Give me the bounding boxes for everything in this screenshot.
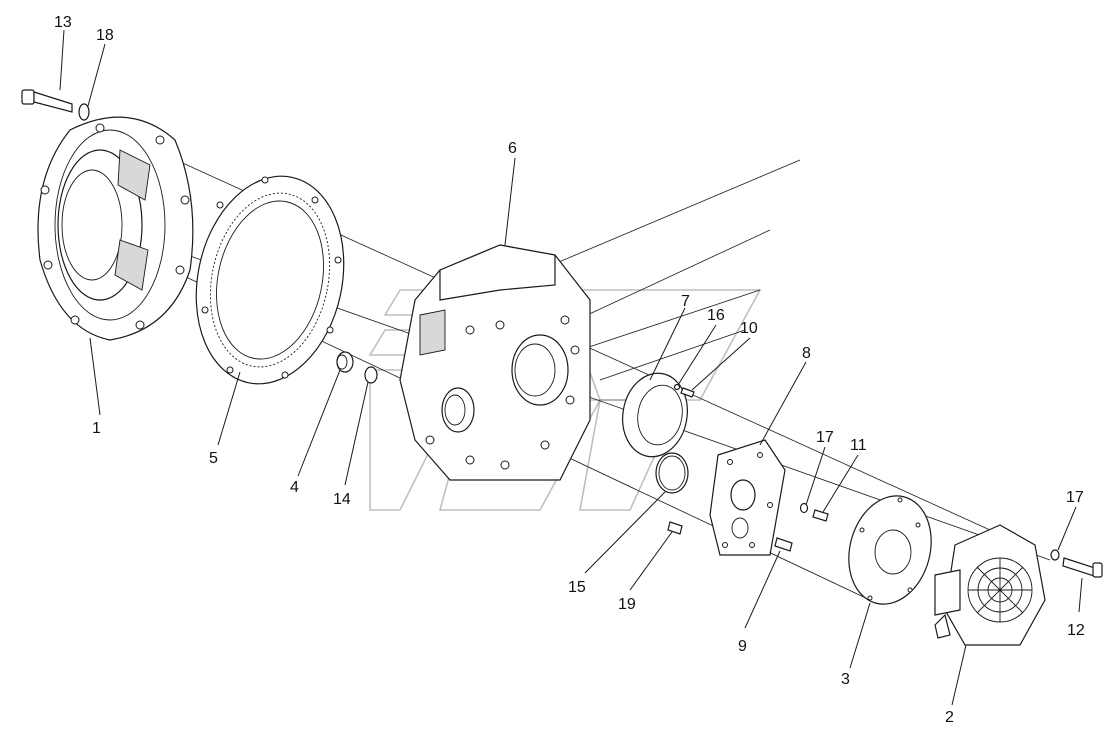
callout-leaders bbox=[59, 29, 1083, 706]
callout-5: 5 bbox=[209, 450, 218, 467]
callout-18: 18 bbox=[96, 27, 114, 44]
callout-1: 1 bbox=[92, 420, 101, 437]
callout-10: 10 bbox=[740, 320, 758, 337]
callout-9: 9 bbox=[738, 638, 747, 655]
callout-17-left: 17 bbox=[816, 429, 834, 446]
callout-6: 6 bbox=[508, 140, 517, 157]
part-7-cover bbox=[622, 372, 688, 458]
callout-19: 19 bbox=[618, 596, 636, 613]
part-12-bolt bbox=[1062, 557, 1103, 578]
callout-4: 4 bbox=[290, 479, 299, 496]
part-3-disc bbox=[848, 495, 932, 605]
part-18-washer bbox=[78, 103, 90, 121]
part-17-washer-right bbox=[1050, 549, 1060, 561]
part-1-hub-housing bbox=[37, 116, 194, 341]
callout-8: 8 bbox=[802, 345, 811, 362]
part-13-bolt bbox=[21, 89, 73, 113]
callout-11: 11 bbox=[850, 437, 867, 454]
callout-13: 13 bbox=[54, 14, 72, 31]
callout-2: 2 bbox=[945, 709, 954, 726]
callout-3: 3 bbox=[841, 671, 850, 688]
part-19-pin bbox=[667, 521, 683, 535]
part-5-ring-gear bbox=[195, 175, 345, 385]
callout-14: 14 bbox=[333, 491, 351, 508]
part-15-o-ring bbox=[655, 452, 689, 494]
callout-7: 7 bbox=[681, 293, 690, 310]
part-2-end-cover bbox=[934, 524, 1046, 646]
callout-12: 12 bbox=[1067, 622, 1085, 639]
part-14-ring bbox=[364, 366, 378, 384]
callout-16: 16 bbox=[707, 307, 725, 324]
part-8-plate bbox=[709, 439, 786, 556]
callout-15: 15 bbox=[568, 579, 586, 596]
part-11-screw bbox=[812, 509, 829, 522]
part-4-bearing bbox=[336, 351, 354, 373]
part-10-screw bbox=[680, 387, 695, 398]
part-9-pin bbox=[774, 537, 793, 552]
part-6-gearbox-body bbox=[399, 244, 591, 481]
callout-17-right: 17 bbox=[1066, 489, 1084, 506]
callout-labels: 13 18 6 7 16 10 8 17 11 17 1 5 4 14 15 1… bbox=[54, 14, 1085, 726]
part-16-washer bbox=[673, 383, 681, 391]
part-17-washer-left bbox=[799, 502, 809, 514]
